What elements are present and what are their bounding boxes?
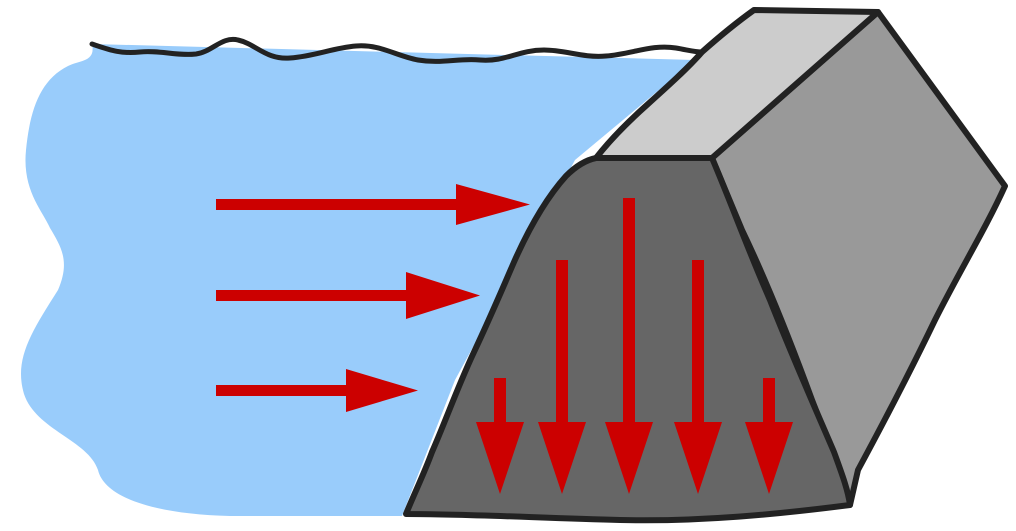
dam-pressure-diagram — [0, 0, 1016, 531]
